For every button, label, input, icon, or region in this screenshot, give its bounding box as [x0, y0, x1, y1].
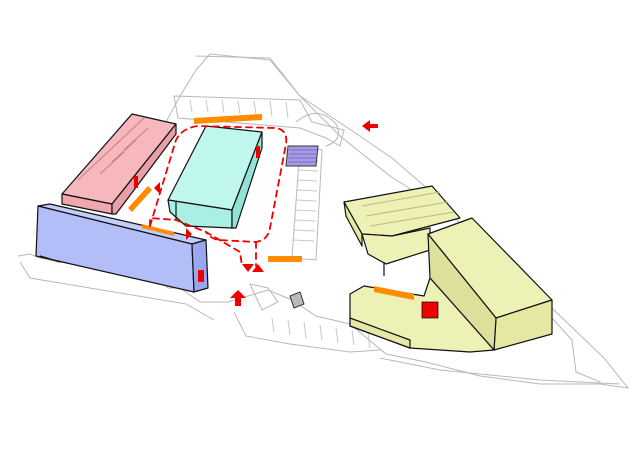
parking-stalls-east	[292, 159, 319, 242]
orange-marker-north	[194, 114, 262, 124]
route-loop	[149, 125, 288, 243]
cyan-building	[167, 125, 263, 229]
road-south-east	[379, 357, 621, 385]
orange-markers	[128, 114, 414, 300]
orange-marker-pink	[128, 186, 152, 212]
cyan-building-front	[167, 199, 233, 229]
blue-building-door	[198, 270, 204, 282]
yellow-building	[343, 185, 553, 353]
cyan-building-side	[231, 131, 263, 229]
orange-marker-parking	[268, 256, 302, 262]
grey-utility-box	[289, 291, 305, 309]
purple-block	[285, 145, 319, 167]
yellow-building-north-front	[343, 201, 363, 247]
entrance-arrow-icon	[230, 290, 246, 298]
pink-building-side	[111, 123, 177, 215]
parking-stalls-north	[189, 99, 289, 119]
pink-building	[61, 113, 177, 215]
route-arrow-icon	[154, 182, 160, 194]
route-arrow-icon	[186, 228, 192, 240]
curb-south-east	[551, 317, 601, 383]
orange-marker-blue-roof	[142, 224, 174, 236]
road-south	[233, 311, 381, 353]
cyan-building-door	[256, 146, 260, 158]
yellow-building-south-front	[349, 317, 411, 349]
yellow-building-red-panel	[421, 301, 439, 319]
road-west	[19, 261, 215, 321]
orange-marker-yellow	[374, 286, 414, 300]
blue-building	[35, 203, 209, 293]
blue-building-side	[191, 239, 209, 293]
south-entrance	[249, 283, 279, 311]
parking-stalls-south	[271, 317, 371, 349]
route-arrows	[154, 120, 378, 306]
route-inner	[149, 217, 243, 267]
pink-building-door	[134, 176, 138, 188]
site-north-boundary	[195, 55, 451, 209]
route-arrow-icon	[242, 264, 254, 272]
route-arrow-icon	[362, 120, 370, 132]
route-arrow-icon	[252, 264, 264, 272]
loop-road-north	[295, 113, 339, 147]
circulation-route	[149, 125, 288, 267]
